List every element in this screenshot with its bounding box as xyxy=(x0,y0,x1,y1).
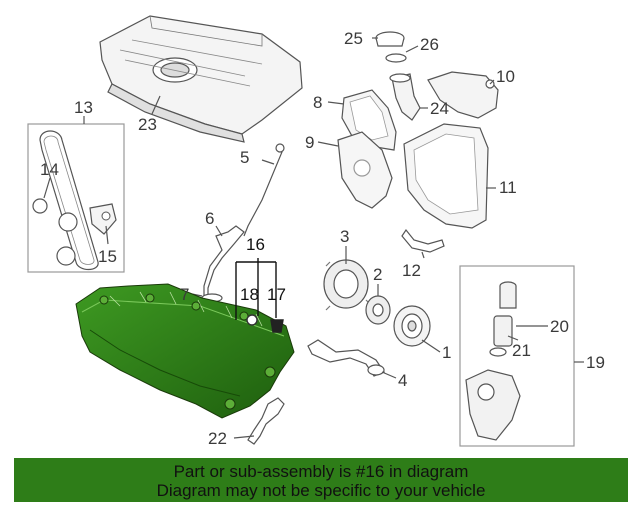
callout-8: 8 xyxy=(313,93,322,112)
callout-4: 4 xyxy=(398,371,407,390)
callout-line-8 xyxy=(327,101,345,105)
callout-19: 19 xyxy=(586,353,605,372)
callout-line-5 xyxy=(261,159,275,165)
sprocket-part xyxy=(365,295,391,325)
callout-line-6 xyxy=(215,225,223,237)
valve-cover-part xyxy=(99,15,303,143)
callout-line-4 xyxy=(381,371,397,379)
drive-belt-box xyxy=(27,123,125,273)
oil-pan-highlighted xyxy=(75,283,295,419)
callout-11: 11 xyxy=(499,178,517,197)
callout-3: 3 xyxy=(340,227,349,246)
callout-26: 26 xyxy=(420,35,439,54)
callout-6: 6 xyxy=(205,209,214,228)
oil-filter-box xyxy=(459,265,575,447)
callout-15: 15 xyxy=(98,247,117,266)
dipstick-tube-part xyxy=(201,225,245,303)
callout-21: 21 xyxy=(512,341,531,360)
timing-belt-cover-main-part xyxy=(403,123,489,229)
oil-filler-cap-part xyxy=(375,31,407,63)
callout-2: 2 xyxy=(373,265,382,284)
callout-9: 9 xyxy=(305,133,314,152)
callout-line-21 xyxy=(507,335,519,341)
callout-16: 16 xyxy=(246,235,265,254)
callout-line-15 xyxy=(105,225,109,245)
assembly-notice-banner: Part or sub-assembly is #16 in diagram D… xyxy=(14,458,628,502)
callout-line-26 xyxy=(405,45,419,53)
oil-pump-part xyxy=(323,259,371,311)
callout-10: 10 xyxy=(496,67,515,86)
pulley-part xyxy=(393,305,431,347)
notice-line-1: Part or sub-assembly is #16 in diagram xyxy=(173,462,469,481)
callout-line-10 xyxy=(489,79,495,85)
callout-1: 1 xyxy=(442,343,451,362)
callout-18: 18 xyxy=(240,285,259,304)
oil-hose-part xyxy=(247,397,285,445)
callout-line-22 xyxy=(233,435,255,439)
dipstick-part xyxy=(243,143,285,237)
oil-pipe-part xyxy=(307,339,385,377)
callout-17: 17 xyxy=(267,285,286,304)
callout-14: 14 xyxy=(40,160,59,179)
callout-line-23 xyxy=(151,95,161,115)
callout-20: 20 xyxy=(550,317,569,336)
callout-5: 5 xyxy=(240,148,249,167)
callout-labels: 1 2 3 4 5 6 7 8 9 10 11 12 13 14 15 16 1… xyxy=(40,29,605,448)
callout-23: 23 xyxy=(138,115,157,134)
callout-bracket-16 xyxy=(235,258,284,333)
callout-line-1 xyxy=(421,339,441,353)
filler-tube-part xyxy=(389,73,421,121)
callout-line-14 xyxy=(43,177,51,199)
timing-cover-lower-part xyxy=(337,131,393,209)
callout-7: 7 xyxy=(180,285,189,304)
callout-13: 13 xyxy=(74,98,93,117)
seal-part xyxy=(401,228,445,253)
callout-24: 24 xyxy=(430,99,449,118)
callout-line-9 xyxy=(317,141,339,147)
callout-12: 12 xyxy=(402,261,421,280)
notice-line-2: Diagram may not be specific to your vehi… xyxy=(156,481,486,500)
callout-line-12 xyxy=(421,251,425,259)
callout-22: 22 xyxy=(208,429,227,448)
callout-25: 25 xyxy=(344,29,363,48)
